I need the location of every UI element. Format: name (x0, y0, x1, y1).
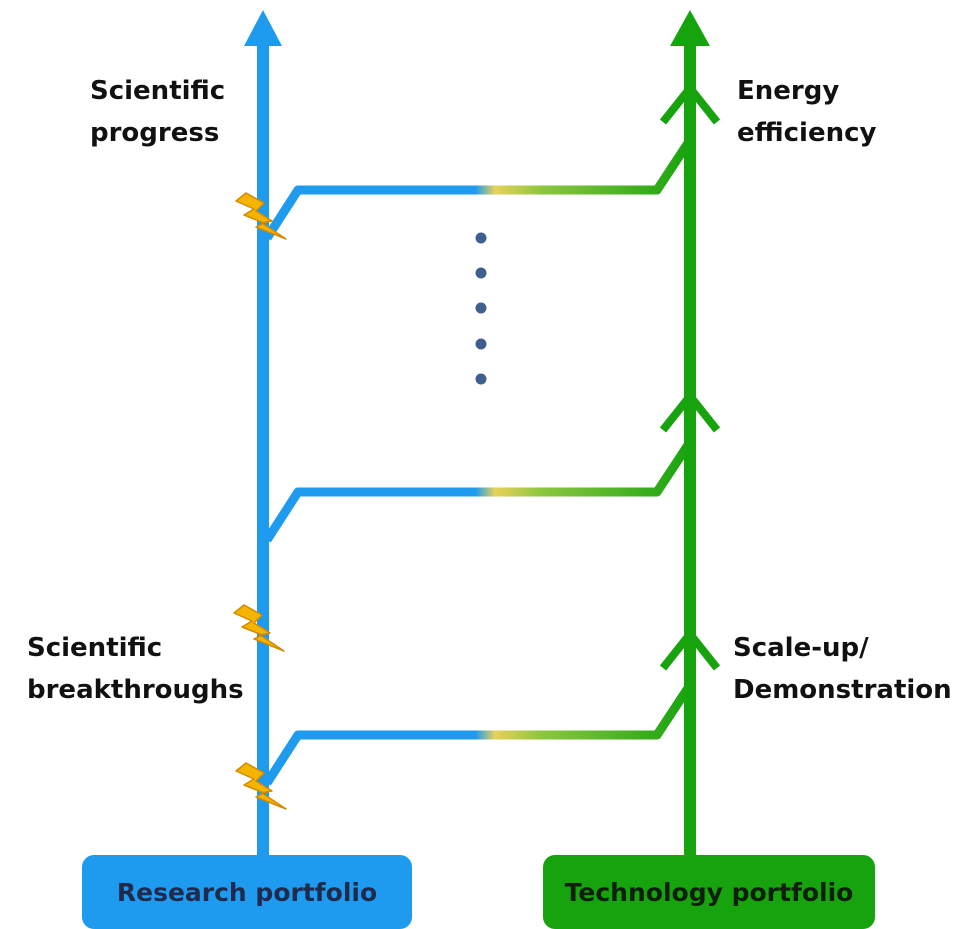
energy-efficiency-line2: efficiency (737, 118, 877, 148)
scientific-breakthroughs-line2: breakthroughs (27, 675, 244, 705)
technology-portfolio-label: Technology portfolio (564, 877, 854, 907)
scientific-progress-line2: progress (90, 118, 220, 148)
scientific-breakthroughs-line1: Scientific (27, 633, 163, 663)
lightning-icon (235, 762, 287, 810)
energy-efficiency-label: Energy efficiency (737, 70, 876, 154)
research-arrowhead-icon (244, 10, 282, 46)
chevron-up-icon (659, 389, 721, 433)
scale-up-label: Scale-up/ Demonstration (733, 627, 952, 711)
lightning-icon (235, 192, 287, 240)
bridge-top (263, 137, 694, 241)
research-portfolio-label: Research portfolio (116, 877, 378, 907)
scientific-progress-line1: Scientific (90, 76, 226, 106)
scientific-progress-label: Scientific progress (90, 70, 225, 154)
scale-up-line2: Demonstration (733, 675, 952, 705)
research-portfolio-box: Research portfolio (82, 855, 412, 929)
lightning-icon (233, 604, 285, 652)
energy-efficiency-line1: Energy (737, 76, 840, 106)
technology-portfolio-box: Technology portfolio (543, 855, 875, 929)
bridge-middle (263, 439, 694, 543)
ellipsis-icon (475, 232, 487, 385)
bridge-bottom (263, 682, 694, 786)
scale-up-line1: Scale-up/ (733, 633, 869, 663)
chevron-up-icon (659, 627, 721, 671)
scientific-breakthroughs-label: Scientific breakthroughs (27, 627, 244, 711)
chevron-up-icon (659, 81, 721, 125)
technology-arrowhead-icon (670, 10, 710, 46)
